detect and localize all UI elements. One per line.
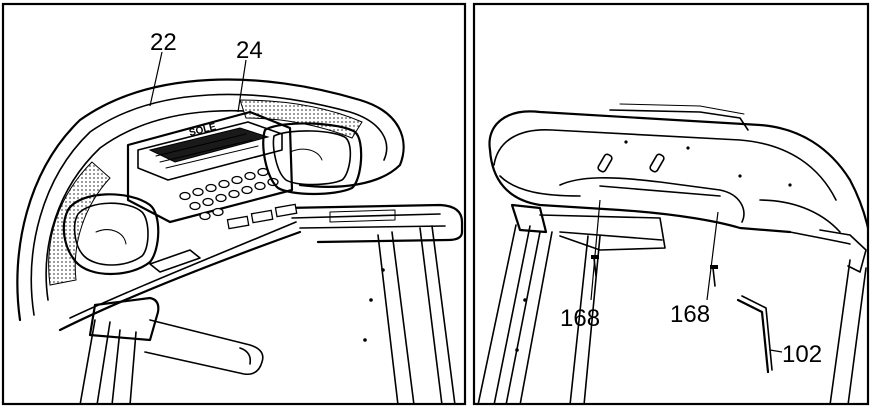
left-cup-holder <box>62 193 160 276</box>
callout-102: 102 <box>782 341 822 368</box>
mounting-plate <box>510 203 867 273</box>
leader-168-right <box>706 211 719 301</box>
console-frame <box>16 78 405 332</box>
leader-102 <box>769 349 783 353</box>
callout-24: 24 <box>236 37 263 64</box>
bolt-right <box>710 265 718 287</box>
callout-22: 22 <box>150 29 177 56</box>
callout-168-right: 168 <box>670 301 710 328</box>
right-speaker-mesh <box>239 99 363 139</box>
leader-22 <box>149 51 163 107</box>
left-side-handrail <box>283 203 464 244</box>
leader-24 <box>237 59 247 113</box>
callout-168-left: 168 <box>560 305 600 332</box>
right-cup-holder <box>262 122 363 196</box>
left-speaker-mesh <box>48 161 111 286</box>
keypad <box>179 167 279 221</box>
right-panel: 168 168 102 <box>472 2 870 406</box>
hex-key <box>736 295 773 374</box>
left-front-handlebar <box>88 249 264 376</box>
console-shell-underside <box>488 103 868 245</box>
leader-168-left <box>590 199 601 301</box>
left-panel: SOLE <box>1 2 467 406</box>
right-uprights <box>477 224 867 403</box>
